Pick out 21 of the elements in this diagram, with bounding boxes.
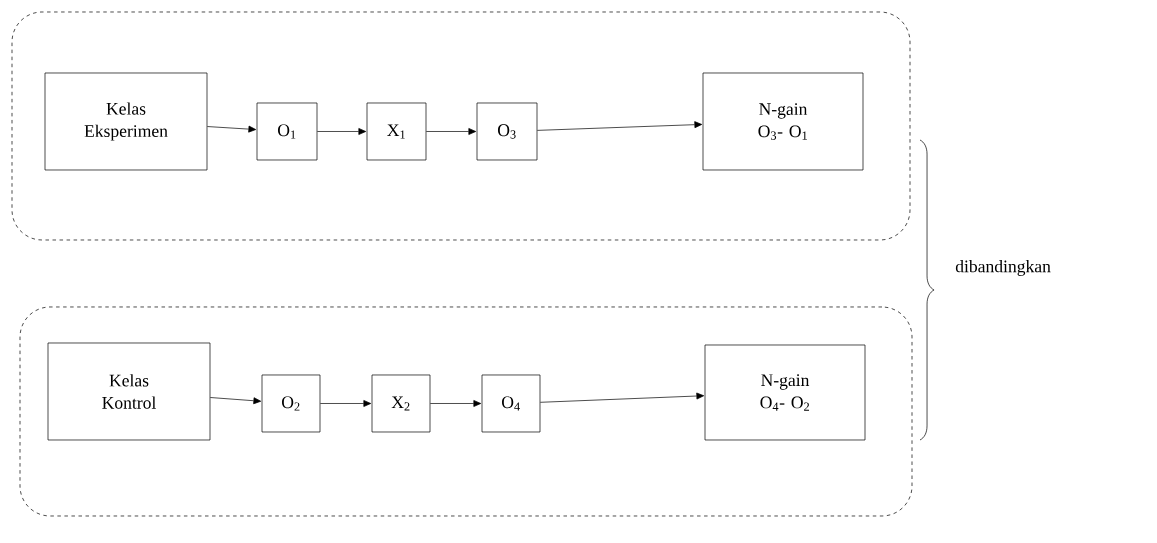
arrow <box>210 397 262 405</box>
process-box: X$_{2}$ <box>371 374 431 433</box>
process-box: O$_{4}$ <box>481 374 541 433</box>
process-box: N-gain O$_{4}$- O$_{2}$ <box>704 344 866 441</box>
arrow <box>430 400 482 407</box>
process-box: Kelas Kontrol <box>47 342 211 441</box>
process-box: O$_{1}$ <box>256 102 318 161</box>
process-box: O$_{2}$ <box>261 374 321 433</box>
arrow <box>207 125 257 133</box>
process-box: X$_{1}$ <box>366 102 427 161</box>
process-box: N-gain O$_{3}$- O$_{1}$ <box>702 72 864 171</box>
arrow <box>540 392 705 403</box>
arrow <box>320 400 372 407</box>
group-frame <box>19 306 913 517</box>
note-text: dibandingkan <box>955 260 1051 276</box>
arrow <box>537 121 703 131</box>
arrow <box>426 128 477 135</box>
process-box: O$_{3}$ <box>476 102 538 161</box>
arrow <box>317 128 367 135</box>
group-frame <box>11 11 911 241</box>
process-box: Kelas Eksperimen <box>44 72 208 171</box>
